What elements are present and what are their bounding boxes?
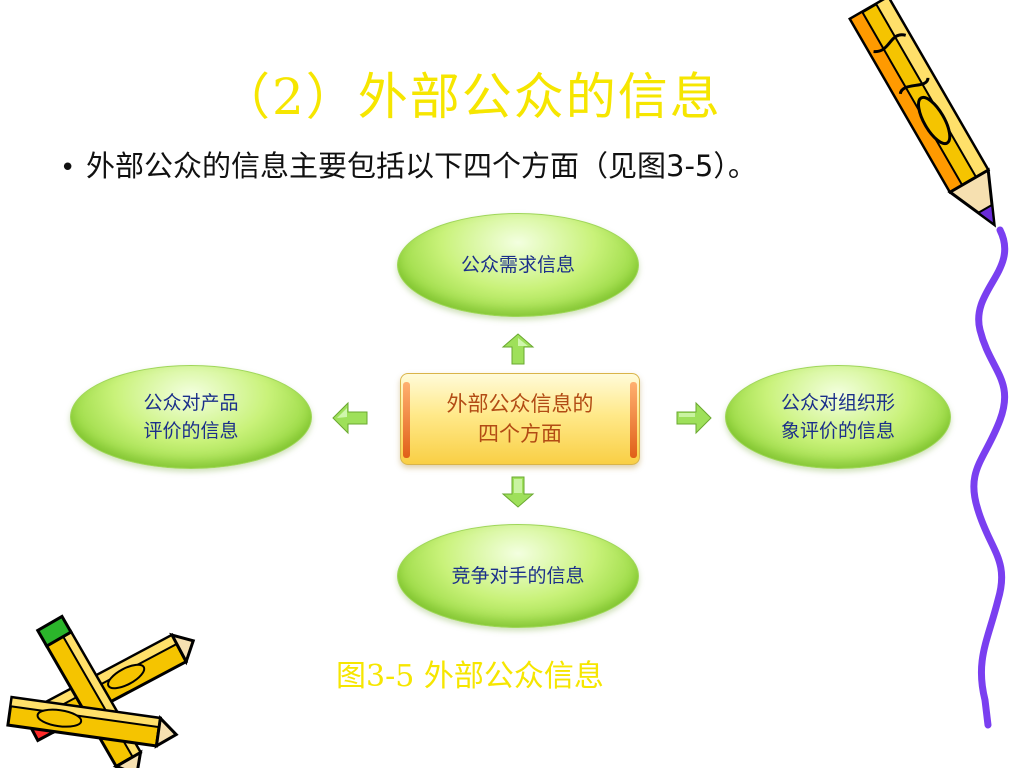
- node-image-evaluation-line1: 公众对组织形: [780, 392, 895, 414]
- node-public-demand: 公众需求信息: [397, 213, 639, 317]
- center-box-text: 外部公众信息的 四个方面: [447, 389, 594, 449]
- node-product-evaluation-line1: 公众对产品: [143, 392, 239, 414]
- arrow-left-icon: [332, 401, 368, 435]
- crossed-pencils-icon: [6, 614, 196, 768]
- node-competitor-info-label: 竞争对手的信息: [451, 565, 585, 587]
- bullet-text: 外部公众的信息主要包括以下四个方面（见图3-5）。: [86, 149, 757, 183]
- center-box-line2: 四个方面: [478, 422, 562, 446]
- center-box: 外部公众信息的 四个方面: [400, 373, 640, 465]
- node-public-demand-label: 公众需求信息: [460, 254, 575, 276]
- node-image-evaluation-line2: 象评价的信息: [780, 420, 895, 442]
- figure-caption: 图3-5 外部公众信息: [336, 659, 604, 694]
- node-product-evaluation-line2: 评价的信息: [143, 420, 239, 442]
- node-product-evaluation: 公众对产品 评价的信息: [70, 365, 312, 469]
- center-box-left-accent: [403, 382, 410, 458]
- center-box-right-accent: [630, 382, 637, 458]
- arrow-right-icon: [676, 401, 712, 435]
- slide-title: （2）外部公众的信息: [220, 68, 722, 126]
- bullet-point: • 外部公众的信息主要包括以下四个方面（见图3-5）。: [60, 146, 1020, 188]
- arrow-down-icon: [501, 476, 535, 508]
- center-box-line1: 外部公众信息的: [446, 392, 594, 416]
- wavy-line-decoration: [970, 226, 1009, 729]
- bullet-marker: •: [60, 153, 76, 183]
- arrow-up-icon: [501, 333, 535, 365]
- node-competitor-info: 竞争对手的信息: [397, 524, 639, 628]
- node-image-evaluation: 公众对组织形 象评价的信息: [725, 365, 951, 469]
- pencil-icon: [848, 0, 996, 228]
